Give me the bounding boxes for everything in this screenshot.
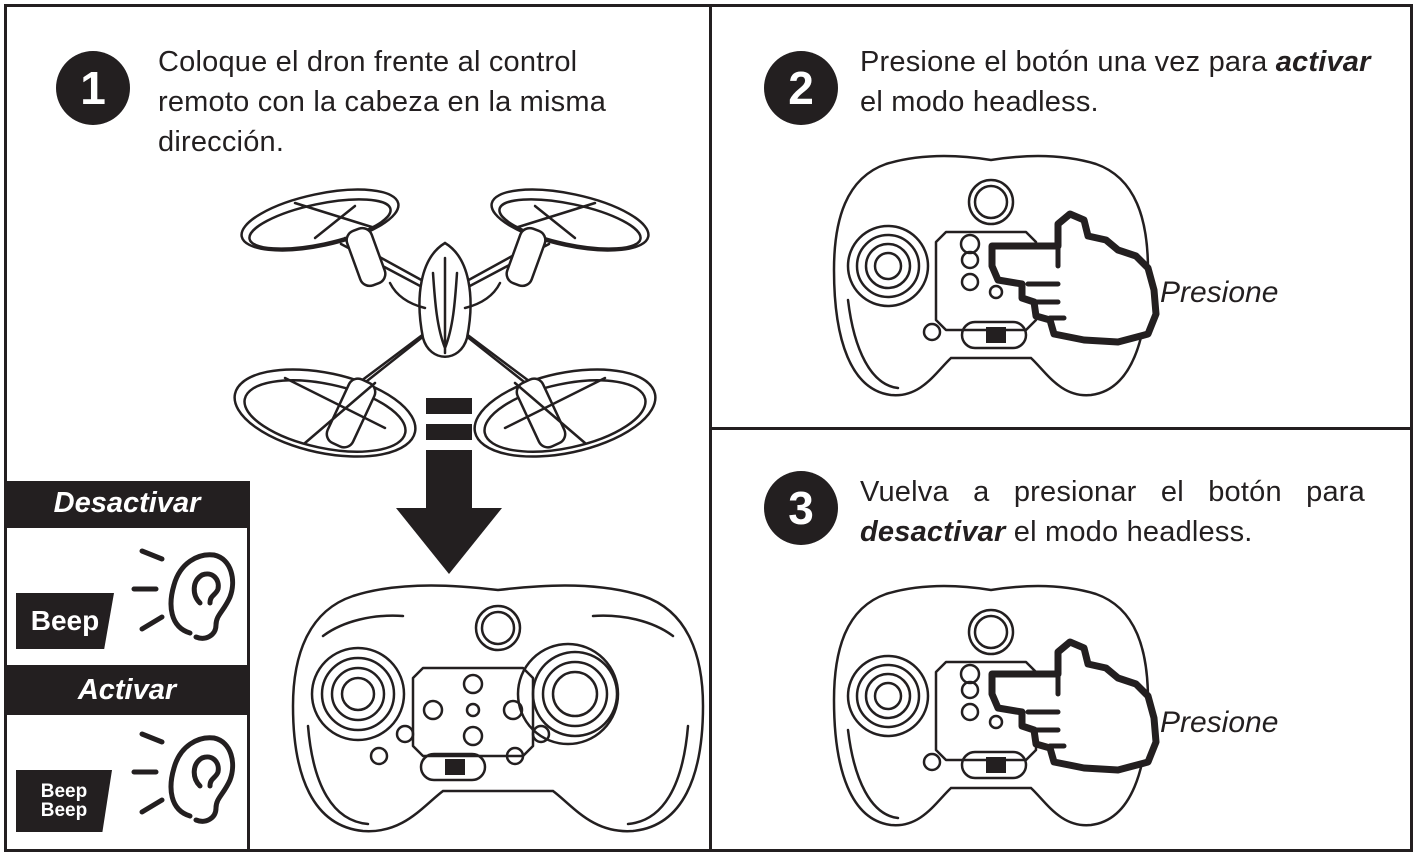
activate-beep-text: Beep [41, 782, 87, 801]
activate-beep-text: Beep [41, 801, 87, 820]
hand-pointer-icon [988, 638, 1168, 778]
controller-illustration [283, 576, 713, 838]
step-2-text-part: Presione el botón una vez para [860, 46, 1276, 78]
deactivate-beep-text: Beep [31, 605, 99, 637]
step-2-text-part: el modo headless. [860, 86, 1099, 118]
step-3-text-emphasis: desactivar [860, 516, 1006, 548]
step-1-text-line: remoto con la cabeza en la misma [158, 82, 678, 122]
activate-label-text: Activar [78, 674, 176, 707]
ear-icon [130, 545, 240, 645]
press-label: Presione [1160, 706, 1278, 740]
step-1-badge: 1 [56, 51, 130, 125]
deactivate-label: Desactivar [4, 481, 250, 525]
step-2-badge: 2 [764, 51, 838, 125]
deactivate-beep-tag: Beep [16, 593, 114, 649]
step-3-text-part: Vuelva a presionar el botón para [860, 476, 1365, 508]
step-3-text: Vuelva a presionar el botón para desacti… [860, 472, 1365, 552]
step-3-number: 3 [788, 481, 814, 535]
ear-icon [130, 728, 240, 828]
step-2-number: 2 [788, 61, 814, 115]
step-3-badge: 3 [764, 471, 838, 545]
press-label: Presione [1160, 276, 1278, 310]
hand-pointer-icon [988, 210, 1168, 350]
activate-beep-tag: Beep Beep [16, 770, 112, 832]
step-1-text-line: Coloque el dron frente al control [158, 42, 678, 82]
activate-label: Activar [4, 668, 250, 712]
step-1-number: 1 [80, 61, 106, 115]
step-2-text-emphasis: activar [1276, 46, 1371, 78]
step-2-text: Presione el botón una vez para activar e… [860, 42, 1380, 122]
step-1-text: Coloque el dron frente al control remoto… [158, 42, 678, 162]
deactivate-label-text: Desactivar [54, 487, 201, 520]
step-1-text-line: dirección. [158, 122, 678, 162]
down-arrow-icon [396, 398, 502, 578]
step-3-text-part: el modo headless. [1006, 516, 1253, 548]
